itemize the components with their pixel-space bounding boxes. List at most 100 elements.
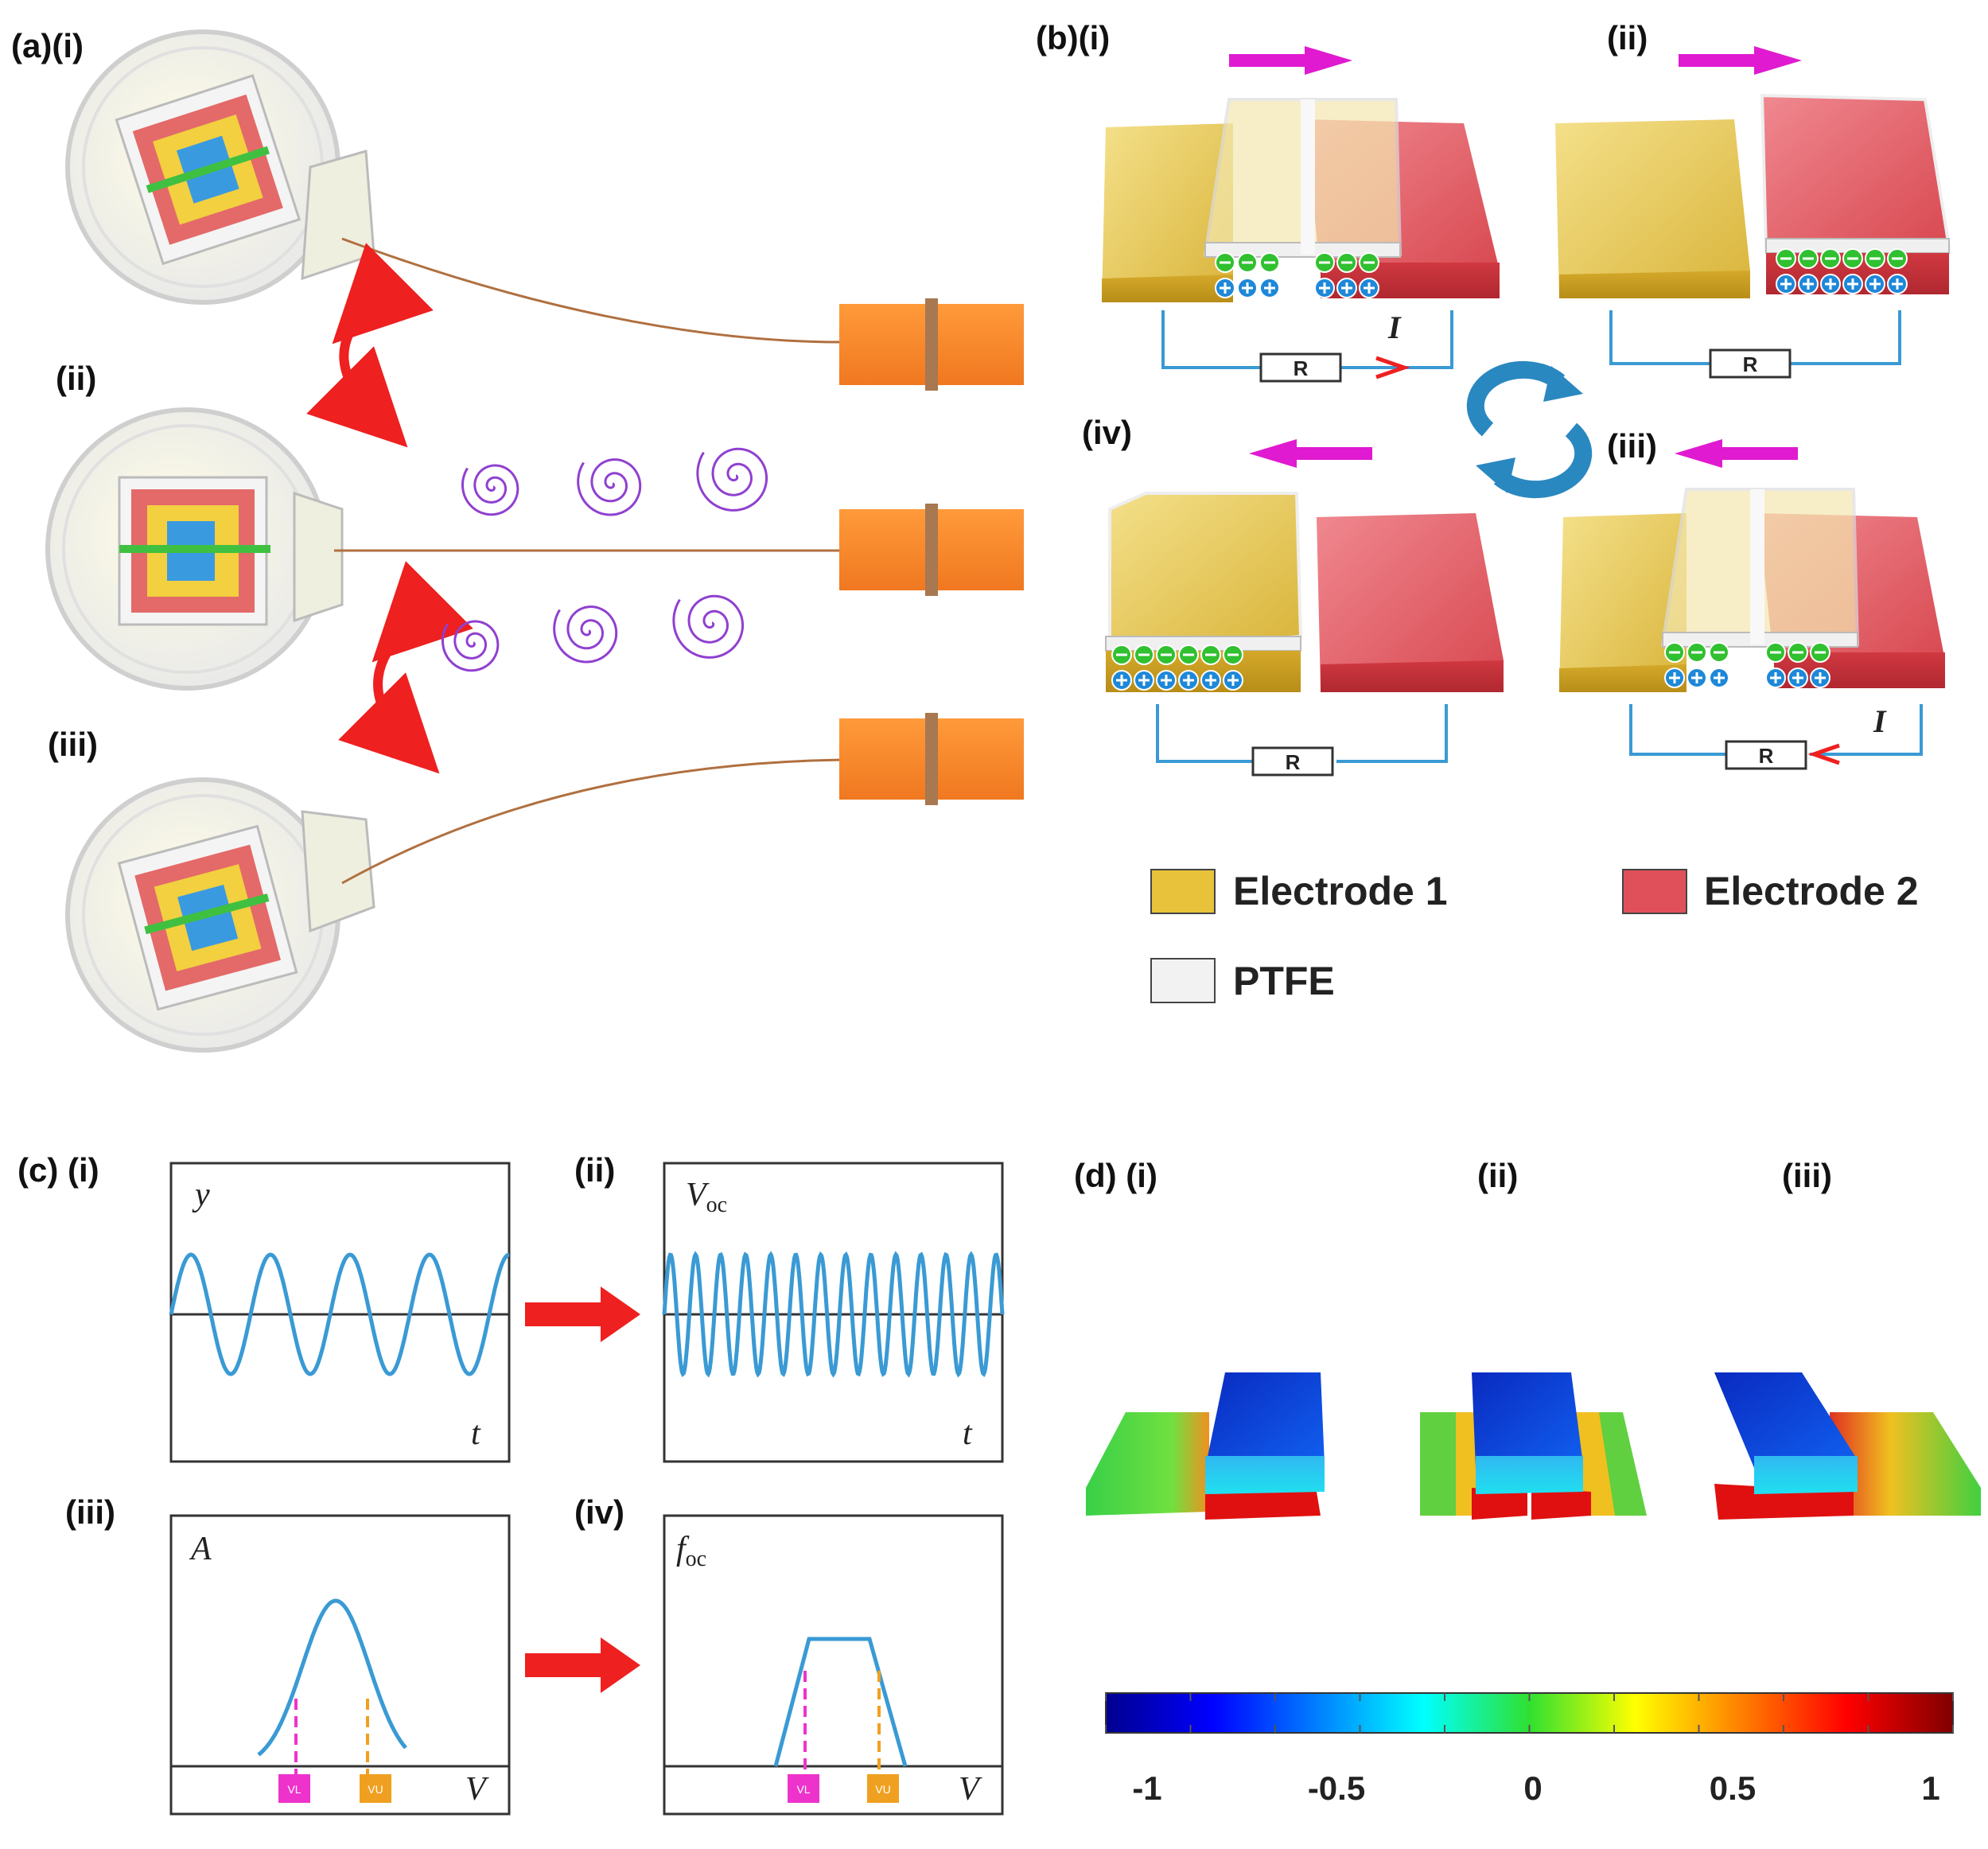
resistor-icon bbox=[1709, 348, 1792, 379]
cycle-arrows-icon bbox=[1466, 360, 1593, 499]
spiral-wave-icon bbox=[553, 605, 618, 664]
panel-b: (b)(i) (ii) (iv) (iii) bbox=[1036, 19, 1951, 1003]
panel-d-label: (d) (i) bbox=[1074, 1157, 1157, 1194]
plot-iii-y-label: A bbox=[189, 1531, 212, 1567]
plot-iv-frame bbox=[663, 1514, 1004, 1816]
circuit-iii bbox=[1629, 704, 1923, 756]
resistor-icon bbox=[1259, 352, 1342, 383]
resistor-group: R R R R bbox=[1251, 348, 1807, 777]
sensor-dial-i bbox=[65, 29, 375, 305]
amplitude-curve bbox=[257, 1598, 407, 1757]
legend-swatch-ptfe bbox=[1150, 958, 1216, 1003]
vu-badge bbox=[867, 1774, 899, 1803]
panel-a-label: (a)(i) bbox=[11, 27, 84, 64]
resistor-icon bbox=[1725, 740, 1807, 770]
direction-arrow-left-icon bbox=[1675, 439, 1798, 468]
current-label: I bbox=[1873, 703, 1887, 739]
spiral-wave-icon bbox=[696, 447, 768, 512]
colorbar-tick-label: 0 bbox=[1523, 1769, 1542, 1807]
svg-text:VU: VU bbox=[368, 1783, 383, 1796]
teng-state-i bbox=[1102, 98, 1500, 302]
panel-c-label: (c) (i) bbox=[18, 1151, 99, 1189]
orange-block bbox=[839, 504, 1024, 596]
panel-b-sub-iii: (iii) bbox=[1607, 427, 1657, 465]
legend-swatch-electrode-2 bbox=[1622, 869, 1687, 914]
orange-block bbox=[839, 298, 1024, 391]
vl-badge bbox=[278, 1774, 310, 1803]
simulation-state-ii bbox=[1420, 1372, 1647, 1520]
teng-state-iv bbox=[1105, 492, 1504, 692]
teng-state-ii bbox=[1555, 93, 1951, 298]
direction-arrow-right-icon bbox=[1229, 46, 1352, 75]
panel-d-sub-iii: (iii) bbox=[1782, 1157, 1832, 1194]
current-label: I bbox=[1387, 309, 1402, 345]
spiral-wave-icon bbox=[442, 620, 500, 672]
plot-iv-x-label: V bbox=[959, 1771, 982, 1808]
panel-c-sub-iii: (iii) bbox=[65, 1493, 115, 1531]
svg-text:VU: VU bbox=[875, 1783, 890, 1796]
swing-arrow-icon bbox=[306, 243, 434, 448]
plot-ii-y-label: Voc bbox=[686, 1177, 727, 1217]
colorbar-tick-label: 0.5 bbox=[1710, 1769, 1756, 1807]
simulation-state-iii bbox=[1714, 1372, 1981, 1520]
spiral-wave-icon bbox=[672, 594, 745, 659]
circuit-iv bbox=[1156, 704, 1448, 763]
svg-text:VL: VL bbox=[287, 1783, 301, 1796]
sensor-dial-iii bbox=[65, 777, 375, 1053]
colorbar-tick-label: 1 bbox=[1921, 1769, 1939, 1807]
circuit-i bbox=[1161, 310, 1453, 369]
simulation-state-i bbox=[1086, 1372, 1325, 1520]
panel-d-sub-ii: (ii) bbox=[1477, 1157, 1518, 1194]
voltage-curve bbox=[662, 1251, 1005, 1378]
resistor-label: R bbox=[1759, 744, 1774, 768]
plot-iii-x-label: V bbox=[465, 1771, 489, 1808]
panel-d: (d) (i) (ii) (iii) bbox=[1074, 1157, 1981, 1807]
legend-label-electrode-1: Electrode 1 bbox=[1233, 869, 1448, 913]
panel-b-sub-ii: (ii) bbox=[1607, 19, 1648, 56]
legend-swatch-electrode-1 bbox=[1150, 869, 1216, 914]
direction-arrow-left-icon bbox=[1249, 439, 1372, 468]
orange-block bbox=[839, 713, 1024, 805]
charge-group bbox=[1111, 248, 1908, 691]
plot-i-frame bbox=[169, 1162, 511, 1463]
displacement-curve bbox=[169, 1252, 510, 1376]
resistor-label: R bbox=[1743, 352, 1758, 376]
plot-ii-x-label: t bbox=[963, 1415, 973, 1452]
panel-a-sub-ii: (ii) bbox=[56, 360, 96, 397]
swing-arrow-icon bbox=[338, 561, 473, 774]
plot-iii-frame bbox=[169, 1514, 511, 1816]
legend: Electrode 1 Electrode 2 PTFE bbox=[1150, 869, 1919, 1003]
spiral-wave-icon bbox=[461, 464, 519, 516]
current-arrow-icon bbox=[1807, 743, 1840, 765]
current-arrow-icon bbox=[1375, 356, 1410, 380]
vu-badge bbox=[360, 1774, 391, 1803]
plot-i-x-label: t bbox=[471, 1415, 481, 1452]
panel-b-sub-iv: (iv) bbox=[1082, 414, 1132, 451]
colorbar-ticks bbox=[1105, 1693, 1954, 1733]
sensor-dial-ii bbox=[45, 407, 344, 691]
spiral-wave-group bbox=[442, 447, 768, 672]
colorbar-tick-label: -0.5 bbox=[1308, 1769, 1365, 1807]
circuit-ii bbox=[1609, 310, 1901, 365]
colorbar-tick-label: -1 bbox=[1132, 1769, 1161, 1807]
svg-text:VL: VL bbox=[796, 1783, 810, 1796]
vl-badge bbox=[788, 1774, 819, 1803]
resistor-label: R bbox=[1286, 750, 1301, 774]
teng-state-iii bbox=[1559, 488, 1945, 692]
transform-arrow-icon bbox=[525, 1287, 640, 1342]
frequency-trapezoid-curve bbox=[773, 1637, 908, 1767]
transform-arrow-icon bbox=[525, 1637, 640, 1693]
panel-a-sub-iii: (iii) bbox=[48, 726, 98, 763]
resistor-label: R bbox=[1294, 356, 1309, 380]
resistor-icon bbox=[1251, 746, 1334, 777]
panel-b-label: (b)(i) bbox=[1036, 19, 1110, 56]
legend-label-ptfe: PTFE bbox=[1233, 959, 1335, 1003]
panel-c: (c) (i) (ii) (iii) (iv) y t Voc t VL VU … bbox=[18, 1151, 1005, 1816]
direction-arrow-right-icon bbox=[1679, 46, 1802, 75]
legend-label-electrode-2: Electrode 2 bbox=[1704, 869, 1919, 913]
panel-c-sub-iv: (iv) bbox=[574, 1493, 624, 1531]
panel-c-sub-ii: (ii) bbox=[574, 1151, 615, 1189]
plot-i-y-label: y bbox=[192, 1177, 210, 1213]
panel-a: (a)(i) (ii) (iii) bbox=[11, 27, 1024, 1053]
